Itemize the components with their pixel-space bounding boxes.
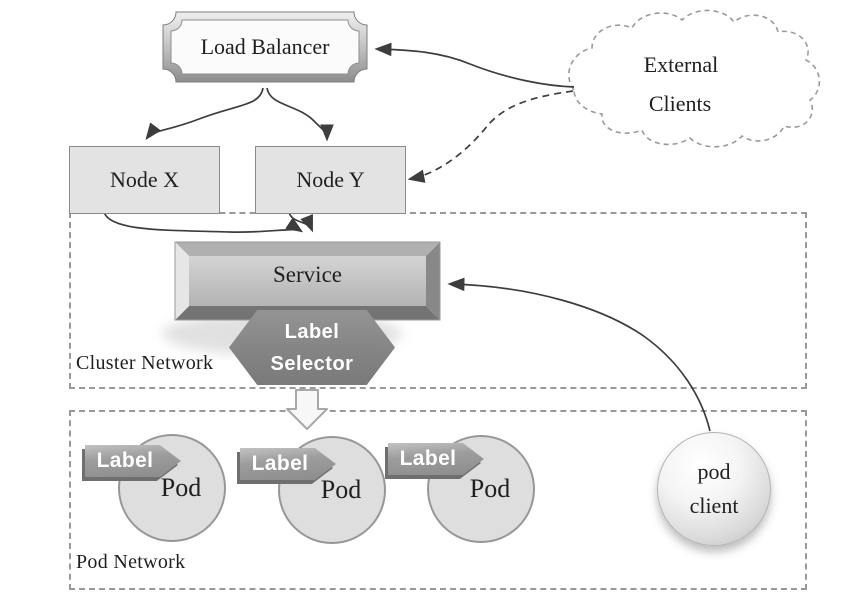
pod-label-tag-text: Label	[251, 452, 309, 475]
external-clients-label-line2: Clients	[648, 91, 712, 116]
pod-label-tag-text: Label	[399, 447, 457, 470]
service-node	[174, 241, 441, 321]
pod-client-line1: pod	[697, 458, 731, 484]
label-selector-line1: Label	[284, 320, 340, 343]
node-x-label: Node X	[109, 167, 180, 192]
arrow-clients-to-node-y-dashed	[407, 90, 574, 183]
load-balancer-label: Load Balancer	[200, 34, 330, 59]
label-selector-line2: Selector	[270, 352, 354, 375]
pod-network-boundary	[69, 410, 807, 590]
node-x: Node X	[69, 146, 220, 214]
node-y-label: Node Y	[296, 167, 365, 192]
pod-label: Pod	[469, 474, 511, 503]
flow-down-arrow	[286, 389, 328, 430]
external-clients-cloud	[568, 9, 821, 148]
node-y: Node Y	[255, 146, 406, 214]
cluster-network-boundary	[69, 212, 807, 389]
external-clients-label-line1: External	[643, 52, 719, 77]
load-balancer-node: Load Balancer	[163, 12, 367, 82]
arrow-lb-to-node-y	[266, 87, 334, 142]
pod-label: Pod	[320, 475, 362, 504]
arrow-pod-client-to-service	[447, 277, 711, 432]
service-label: Service	[273, 262, 342, 287]
arrow-node-x-to-service	[103, 211, 304, 233]
arrow-lb-to-node-x	[145, 87, 264, 141]
pod-client-node: pod client	[657, 432, 771, 546]
cluster-network-label: Cluster Network	[76, 352, 214, 374]
arrow-node-y-to-service	[288, 211, 313, 233]
label-selector-hexagon: Label Selector	[229, 310, 395, 385]
pod-label: Pod	[160, 473, 202, 502]
pod-label-tag-text: Label	[96, 449, 154, 472]
arrow-clients-to-lb	[374, 42, 575, 88]
pod-network-label: Pod Network	[76, 551, 186, 573]
load-balancer-face	[170, 19, 360, 75]
pod-client-line2: client	[689, 493, 739, 518]
